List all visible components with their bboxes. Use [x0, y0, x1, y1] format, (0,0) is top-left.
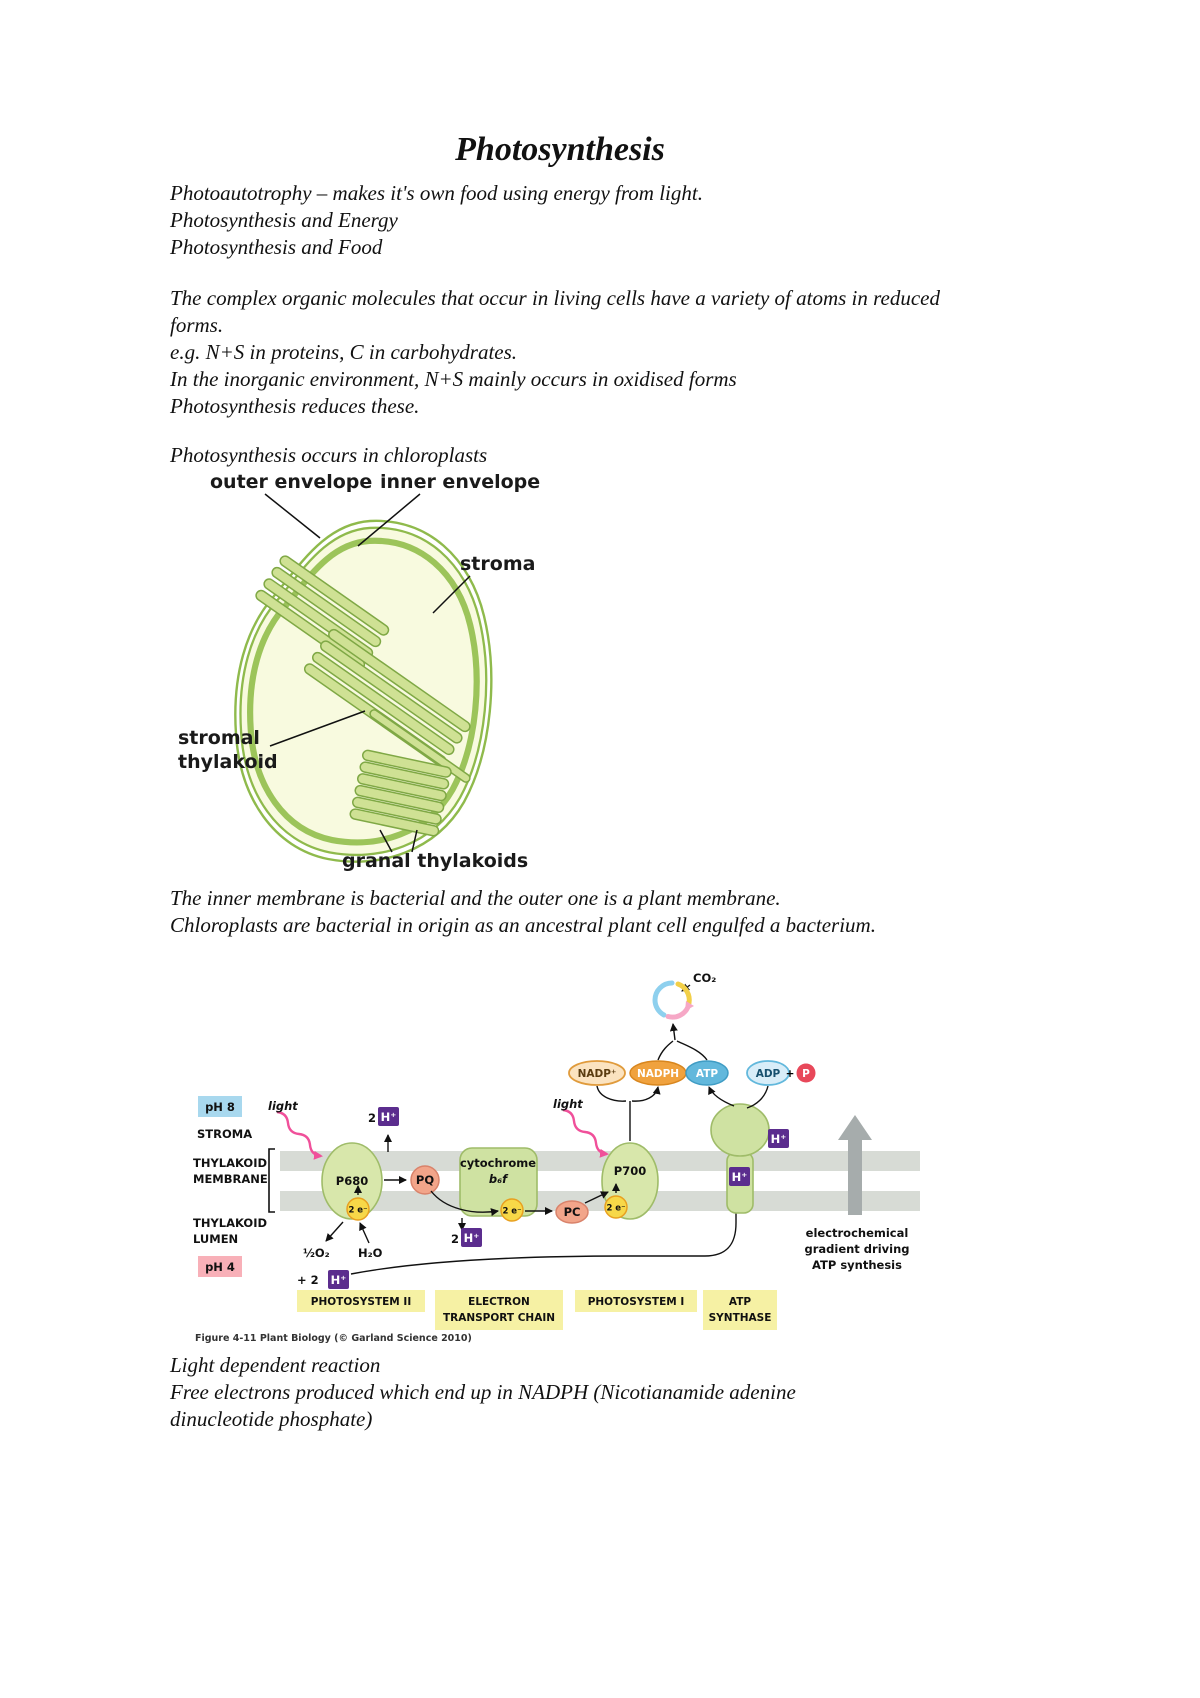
label-h2o: H₂O	[358, 1246, 383, 1260]
text-line: Free electrons produced which end up in …	[170, 1380, 796, 1431]
stromal-thylakoid-connector	[369, 709, 471, 783]
label-granal-thylakoids: granal thylakoids	[342, 850, 528, 872]
label-thylakoid-lumen-2: LUMEN	[193, 1232, 238, 1246]
label-co2: CO₂	[693, 971, 716, 985]
electron-tokens: 2 e⁻ 2 e⁻ 2 e⁻	[346, 1195, 628, 1222]
text-line: The complex organic molecules that occur…	[170, 286, 940, 337]
label-atp-synthase-1: ATP	[729, 1296, 751, 1308]
paragraph-molecules: The complex organic molecules that occur…	[170, 285, 950, 420]
label-nadph: NADPH	[637, 1068, 679, 1080]
page-title: Photosynthesis	[455, 131, 665, 168]
label-atp: ATP	[696, 1068, 718, 1080]
chloroplast-diagram: outer envelope inner envelope stroma str…	[178, 471, 540, 872]
paragraph-intro: Photoautotrophy – makes it's own food us…	[170, 180, 960, 261]
label-p680: P680	[336, 1174, 368, 1188]
proton-flow-arrow	[350, 1158, 740, 1275]
ph4-badge	[198, 1256, 242, 1277]
thylakoid-membrane-bands	[280, 1151, 920, 1211]
label-nadp: NADP⁺	[578, 1068, 617, 1080]
light-reactions-diagram: CO₂ NADP⁺ NADPH ATP ADP + P pH 8 STROMA …	[193, 971, 920, 1344]
label-plus2-lumen: + 2	[297, 1273, 319, 1287]
label-stroma: stroma	[460, 553, 535, 575]
label-pc: PC	[564, 1205, 581, 1219]
label-gradient-3: ATP synthesis	[812, 1258, 902, 1272]
label-etc-1: ELECTRON	[468, 1296, 530, 1308]
label-2-top: 2	[368, 1111, 376, 1125]
label-plus: +	[786, 1068, 795, 1080]
text-line: Photosynthesis and Energy	[170, 208, 398, 232]
label-stromal: stromal	[178, 727, 260, 749]
label-light-2: light	[553, 1097, 583, 1111]
text-line: Photosynthesis occurs in chloroplasts	[170, 443, 488, 467]
thylakoid-stacks	[255, 555, 471, 837]
label-etc-2: TRANSPORT CHAIN	[443, 1312, 555, 1324]
label-hplus-cyt: H⁺	[464, 1231, 480, 1245]
section-labels: PHOTOSYSTEM II ELECTRON TRANSPORT CHAIN …	[297, 1290, 777, 1330]
granal-stack	[349, 749, 452, 837]
label-photosystem1: PHOTOSYSTEM I	[588, 1296, 685, 1308]
label-hplus-top: H⁺	[381, 1110, 397, 1124]
label-atp-synthase-2: SYNTHASE	[709, 1312, 772, 1324]
light-wave-arrows	[276, 1108, 609, 1160]
label-ph8: pH 8	[205, 1100, 235, 1114]
label-hplus-synthase-stalk: H⁺	[732, 1170, 748, 1184]
label-2e-ps2: 2 e⁻	[348, 1206, 367, 1216]
text-line: Photoautotrophy – makes it's own food us…	[170, 181, 703, 205]
label-p700: P700	[614, 1164, 646, 1178]
label-b6f: b₆f	[489, 1172, 509, 1186]
label-thylakoid-membrane-1: THYLAKOID	[193, 1156, 267, 1170]
leader-lines	[264, 493, 471, 853]
label-pq: PQ	[416, 1173, 434, 1187]
figure-caption: Figure 4-11 Plant Biology (© Garland Sci…	[195, 1333, 472, 1344]
text-line: Photosynthesis and Food	[170, 235, 383, 259]
plastoquinone-shape	[410, 1165, 440, 1195]
label-thylakoid-membrane-2: MEMBRANE	[193, 1172, 268, 1186]
ph8-badge	[198, 1096, 242, 1117]
metabolite-bubbles: NADP⁺ NADPH ATP ADP + P	[568, 1060, 816, 1086]
label-light-1: light	[268, 1099, 298, 1113]
label-thylakoid-lumen-1: THYLAKOID	[193, 1216, 267, 1230]
label-2e-etc: 2 e⁻	[502, 1207, 521, 1217]
text-line: Chloroplasts are bacterial in origin as …	[170, 913, 876, 937]
label-adp: ADP	[756, 1068, 781, 1080]
label-phosphate: P	[802, 1068, 810, 1080]
label-thylakoid: thylakoid	[178, 751, 278, 773]
label-2e-ps1: 2 e⁻	[606, 1204, 625, 1214]
label-inner-envelope: inner envelope	[380, 471, 540, 493]
label-gradient-1: electrochemical	[806, 1226, 909, 1240]
plastocyanin-shape	[555, 1200, 589, 1224]
text-line: Light dependent reaction	[170, 1353, 381, 1377]
electron-flow-arrows	[325, 983, 769, 1244]
text-line: The inner membrane is bacterial and the …	[170, 886, 781, 910]
label-hplus-synthase-head: H⁺	[771, 1132, 787, 1146]
membrane-bracket	[268, 1148, 275, 1213]
proton-labels: 2 H⁺ 2 H⁺ + 2 H⁺ H⁺ H⁺	[297, 1107, 789, 1289]
text-line: e.g. N+S in proteins, C in carbohydrates…	[170, 340, 518, 364]
paragraph-membranes: The inner membrane is bacterial and the …	[170, 885, 1000, 939]
paragraph-light-reaction: Light dependent reaction Free electrons …	[170, 1352, 860, 1433]
label-cytochrome: cytochrome	[460, 1156, 536, 1170]
label-hplus-lumen: H⁺	[331, 1273, 347, 1287]
label-2-cyt: 2	[451, 1232, 459, 1246]
label-photosystem2: PHOTOSYSTEM II	[311, 1296, 411, 1308]
label-outer-envelope: outer envelope	[210, 471, 372, 493]
text-line: In the inorganic environment, N+S mainly…	[170, 367, 737, 391]
label-half-o2: ½O₂	[303, 1246, 330, 1260]
calvin-cycle-icon	[652, 980, 694, 1020]
label-ph4: pH 4	[205, 1260, 235, 1274]
label-gradient-2: gradient driving	[804, 1242, 909, 1256]
gradient-arrow	[838, 1115, 872, 1215]
text-line: Photosynthesis reduces these.	[170, 394, 420, 418]
paragraph-chloroplast-lead: Photosynthesis occurs in chloroplasts	[170, 442, 950, 469]
label-stroma-compartment: STROMA	[197, 1127, 252, 1141]
